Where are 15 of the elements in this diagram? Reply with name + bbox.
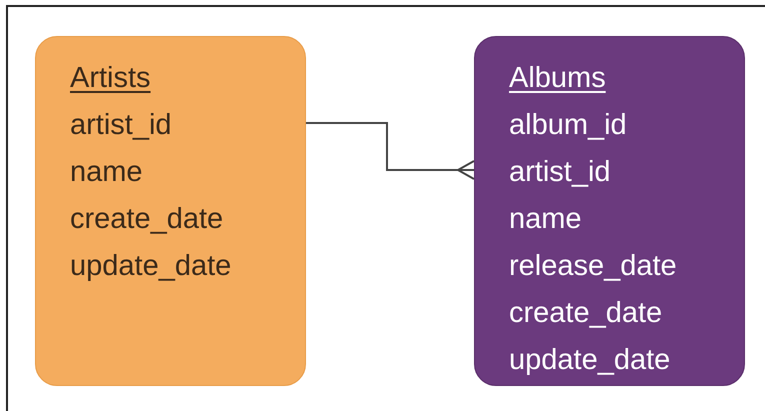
field-name: name xyxy=(509,202,582,237)
relationship-connector xyxy=(306,122,475,180)
entity-box xyxy=(474,36,745,386)
table-name: Artists xyxy=(70,61,151,96)
field-name: update_date xyxy=(509,343,670,378)
field-name: update_date xyxy=(70,249,232,284)
entity-box xyxy=(35,36,306,386)
field-name: create_date xyxy=(509,296,662,331)
field-name: name xyxy=(70,155,143,190)
field-name: artist_id xyxy=(509,155,611,190)
field-name: create_date xyxy=(70,202,224,237)
field-name: release_date xyxy=(509,249,677,284)
table-name: Albums xyxy=(509,61,606,96)
field-name: artist_id xyxy=(70,108,172,143)
field-name: album_id xyxy=(509,108,627,143)
